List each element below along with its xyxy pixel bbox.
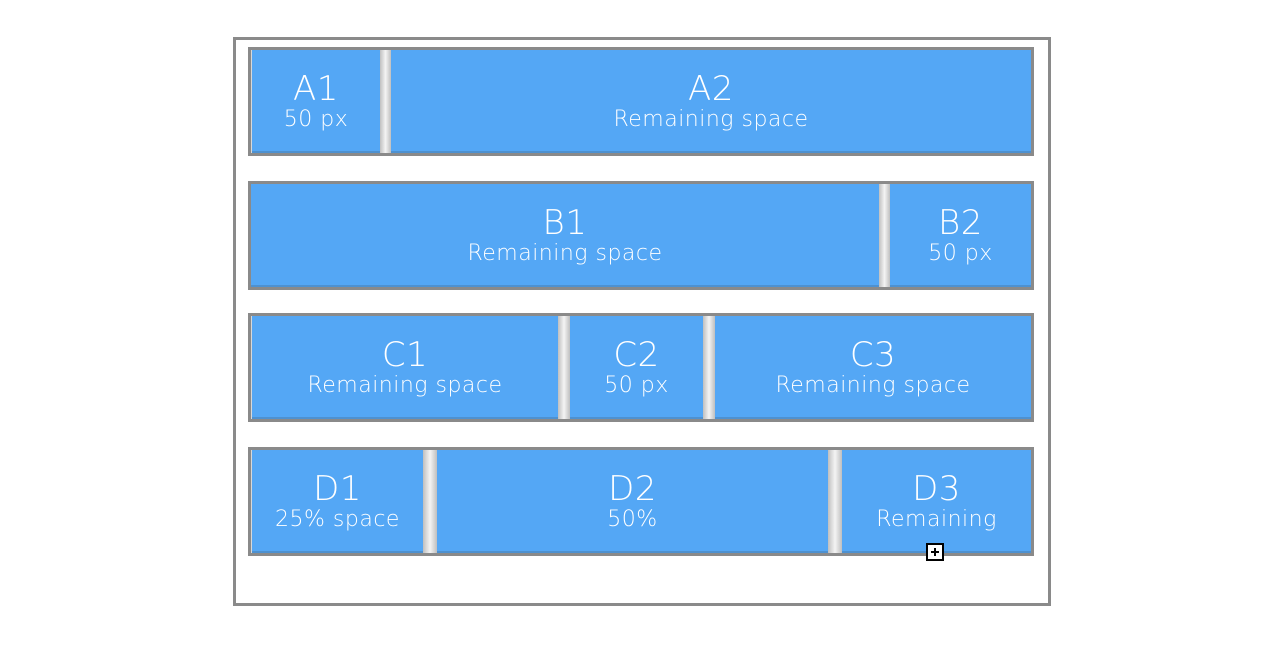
cell-b2-subtitle: 50 px [928, 240, 993, 266]
cell-a2: A2 Remaining space [391, 50, 1031, 153]
cell-a1-subtitle: 50 px [283, 106, 349, 132]
cell-d2-title: D2 [608, 468, 657, 509]
separator [703, 316, 715, 419]
separator [380, 50, 391, 153]
plus-square-icon[interactable] [926, 543, 944, 561]
separator [423, 450, 437, 553]
cell-d3-title: D3 [912, 468, 961, 509]
row-b: B1 Remaining space B2 50 px [248, 181, 1034, 290]
cell-d2-subtitle: 50% [607, 506, 658, 532]
row-c: C1 Remaining space C2 50 px C3 Remaining… [248, 313, 1034, 422]
cell-b1-subtitle: Remaining space [467, 240, 663, 266]
cell-b1-title: B1 [542, 202, 588, 243]
cell-a1: A1 50 px [252, 50, 380, 153]
cell-b2: B2 50 px [890, 184, 1031, 287]
cell-c1-subtitle: Remaining space [307, 372, 503, 398]
cell-c2-subtitle: 50 px [604, 372, 669, 398]
cell-d1-title: D1 [313, 468, 362, 509]
cell-c2-title: C2 [613, 334, 660, 375]
cell-c1: C1 Remaining space [252, 316, 558, 419]
cell-b1: B1 Remaining space [251, 184, 879, 287]
cell-a2-title: A2 [688, 68, 734, 109]
separator [879, 184, 890, 287]
cell-c3: C3 Remaining space [715, 316, 1031, 419]
cell-c3-subtitle: Remaining space [775, 372, 971, 398]
cell-c3-title: C3 [849, 334, 897, 375]
cell-a2-subtitle: Remaining space [613, 106, 809, 132]
row-a: A1 50 px A2 Remaining space [248, 47, 1034, 156]
separator [828, 450, 842, 553]
cell-d3: D3 Remaining [842, 450, 1031, 553]
row-d: D1 25% space D2 50% D3 Remaining [248, 447, 1034, 556]
cell-c1-title: C1 [381, 334, 429, 375]
cell-d3-subtitle: Remaining [876, 506, 997, 532]
cell-d1: D1 25% space [252, 450, 423, 553]
cell-d2: D2 50% [437, 450, 828, 553]
cell-b2-title: B2 [938, 202, 983, 243]
cell-d1-subtitle: 25% space [275, 506, 400, 532]
separator [558, 316, 570, 419]
cell-c2: C2 50 px [570, 316, 703, 419]
cell-a1-title: A1 [293, 68, 339, 109]
